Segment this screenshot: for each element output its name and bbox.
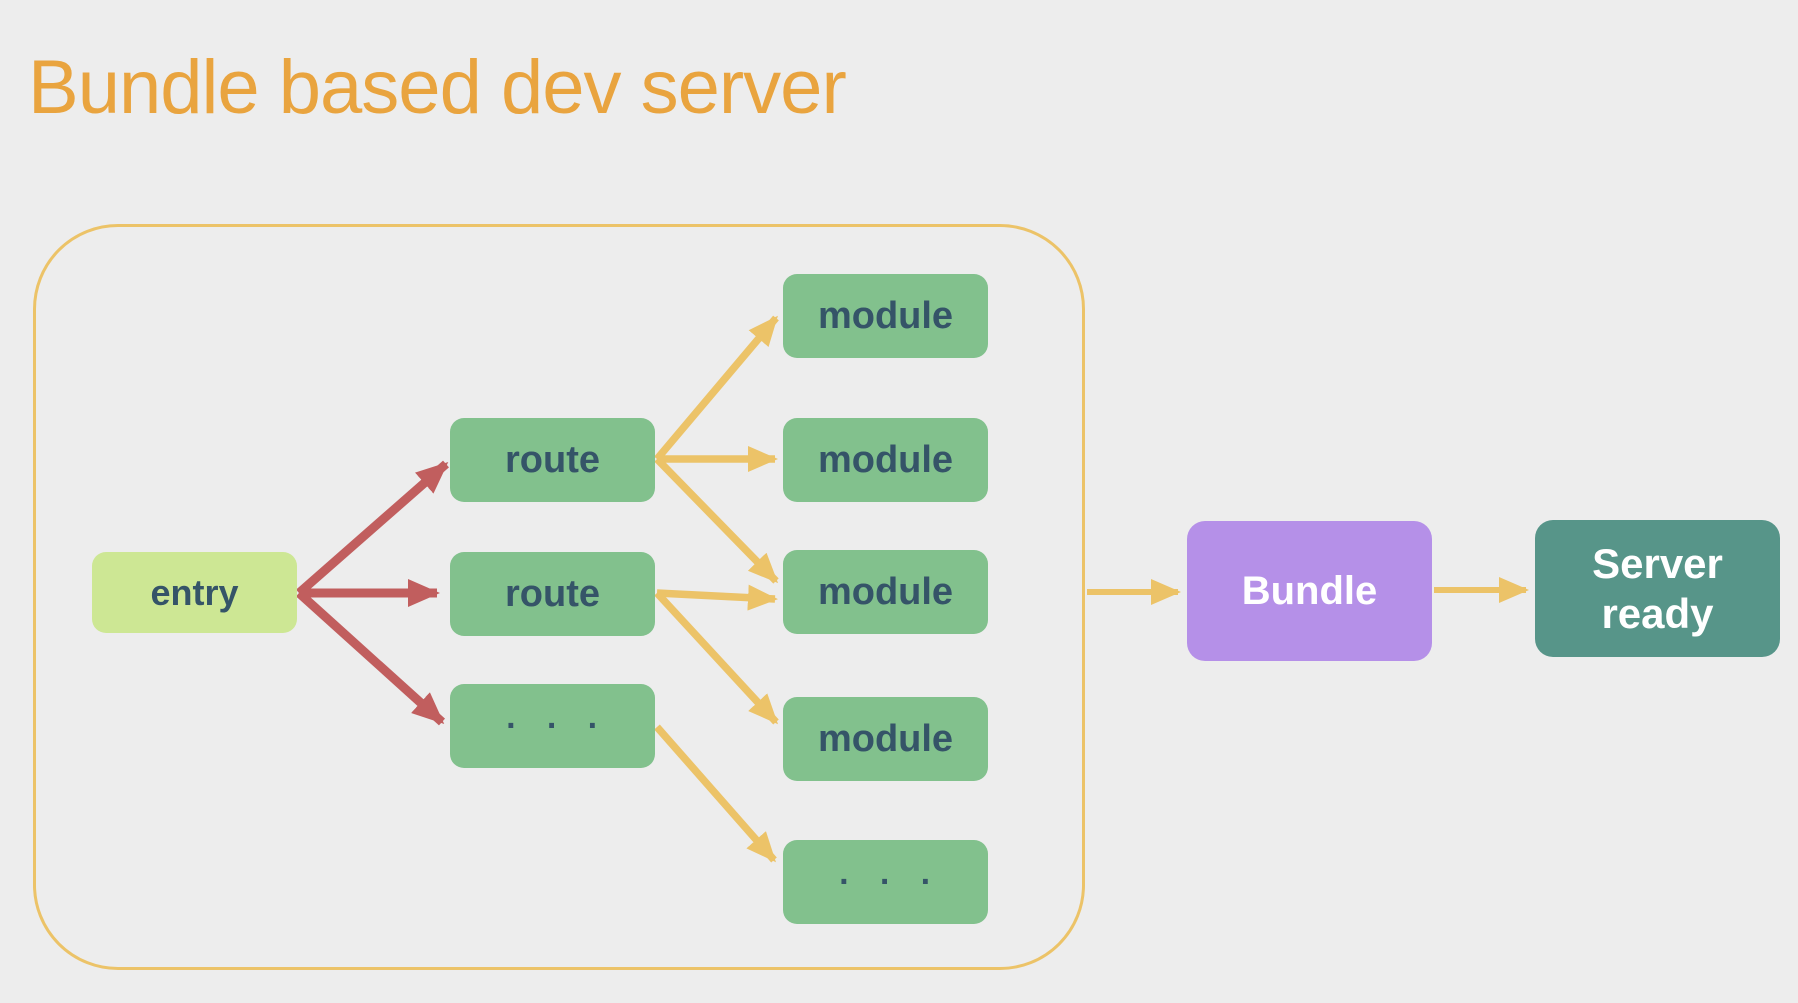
- node-module-4-label: module: [817, 717, 954, 760]
- node-route-3-label: · · ·: [506, 706, 609, 745]
- node-module-5: · · ·: [783, 840, 988, 924]
- node-entry-label: entry: [150, 571, 239, 613]
- node-route-2: route: [450, 552, 655, 636]
- node-entry: entry: [92, 552, 297, 633]
- node-server-line-1: Server: [1592, 539, 1723, 587]
- node-module-1-label: module: [817, 294, 954, 337]
- node-bundle: Bundle: [1187, 521, 1432, 661]
- node-route-1: route: [450, 418, 655, 502]
- dev-server-outline-box: [33, 224, 1085, 970]
- node-module-1: module: [783, 274, 988, 358]
- node-route-3: · · ·: [450, 684, 655, 768]
- node-module-3-label: module: [817, 570, 954, 613]
- node-module-2: module: [783, 418, 988, 502]
- page-title: Bundle based dev server: [28, 45, 847, 130]
- node-server-line-2: ready: [1601, 589, 1714, 637]
- node-module-4: module: [783, 697, 988, 781]
- node-module-3: module: [783, 550, 988, 634]
- node-module-2-label: module: [817, 438, 954, 481]
- node-server-ready: Server ready: [1535, 520, 1780, 657]
- node-route-2-label: route: [505, 572, 600, 615]
- node-module-5-label: · · ·: [839, 862, 942, 901]
- node-bundle-label: Bundle: [1241, 568, 1378, 613]
- node-route-1-label: route: [505, 438, 600, 481]
